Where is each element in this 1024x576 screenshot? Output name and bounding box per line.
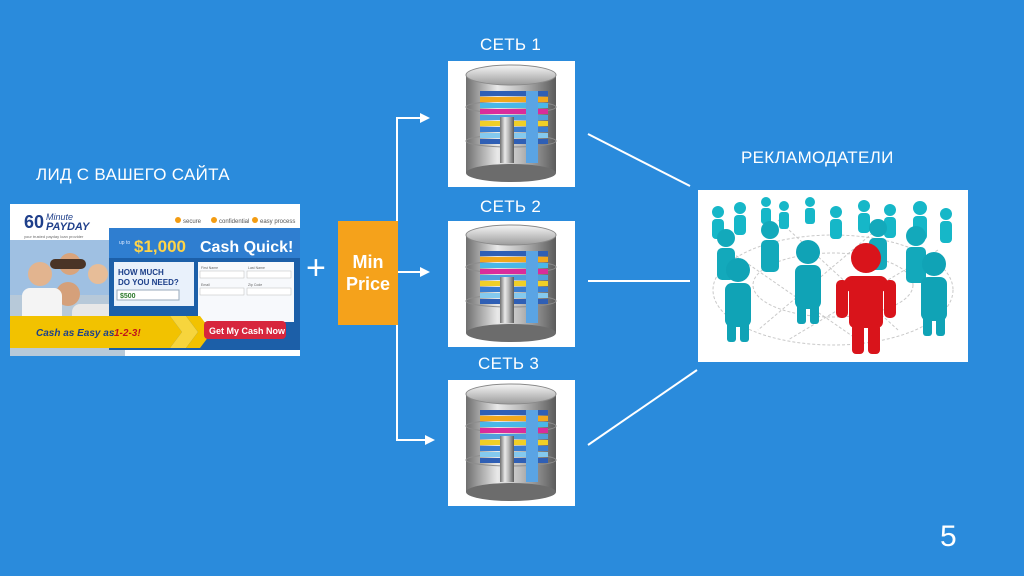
network-label-3: СЕТЬ 3 — [478, 354, 540, 373]
min-price-box: Min Price — [338, 221, 398, 325]
ad-slogan-steps: 1-2-3! — [114, 328, 141, 339]
lead-label: ЛИД С ВАШЕГО САЙТА — [36, 165, 230, 184]
people-network-graphic — [698, 190, 968, 362]
ad-field-label-3: Email — [201, 283, 210, 287]
line-network-3-advertisers — [587, 369, 698, 446]
ad-amount: $1,000 — [134, 237, 186, 256]
plus-sign: + — [306, 249, 326, 287]
ad-slogan-prefix: Cash as Easy as — [36, 328, 115, 339]
ad-logo-payday: PAYDAY — [46, 221, 91, 233]
database-icon-network-3 — [448, 380, 575, 506]
ad-feature-2: confidential — [219, 219, 249, 225]
ad-cta-button: Get My Cash Now — [209, 326, 286, 336]
database-icon-network-1 — [448, 61, 575, 187]
advertisers-label: РЕКЛАМОДАТЕЛИ — [741, 148, 894, 167]
ad-up-to: up to — [119, 240, 130, 246]
network-label-1: СЕТЬ 1 — [480, 35, 542, 54]
line-network-1-advertisers — [587, 133, 691, 187]
network-label-2: СЕТЬ 2 — [480, 197, 542, 216]
ad-field-label-1: First Name — [201, 266, 218, 270]
ad-tagline: your trusted payday loan provider — [24, 234, 84, 239]
payday-ad-image: 60 Minute PAYDAY your trusted payday loa… — [10, 204, 300, 356]
ad-how-much-1: HOW MUCH — [118, 268, 164, 277]
payday-ad-graphic: 60 Minute PAYDAY your trusted payday loa… — [10, 204, 300, 356]
ad-field-label-4: Zip Code — [248, 283, 262, 287]
min-price-line1: Min — [352, 252, 384, 272]
ad-cash-quick: Cash Quick! — [200, 239, 293, 256]
arrow-to-network-3 — [396, 325, 435, 445]
min-price-line2: Price — [345, 274, 391, 294]
ad-feature-1: secure — [183, 219, 202, 225]
ad-logo-minute: Minute — [46, 212, 73, 222]
arrow-to-network-1 — [396, 113, 430, 221]
ad-feature-3: easy process — [260, 219, 295, 225]
advertisers-network-image — [698, 190, 968, 362]
page-number: 5 — [940, 520, 957, 553]
ad-how-much-2: DO YOU NEED? — [118, 278, 179, 287]
ad-field-label-2: Last Name — [248, 266, 265, 270]
database-icon-network-2 — [448, 221, 575, 347]
ad-logo-number: 60 — [24, 212, 44, 232]
ad-amount-value: $500 — [120, 293, 136, 300]
